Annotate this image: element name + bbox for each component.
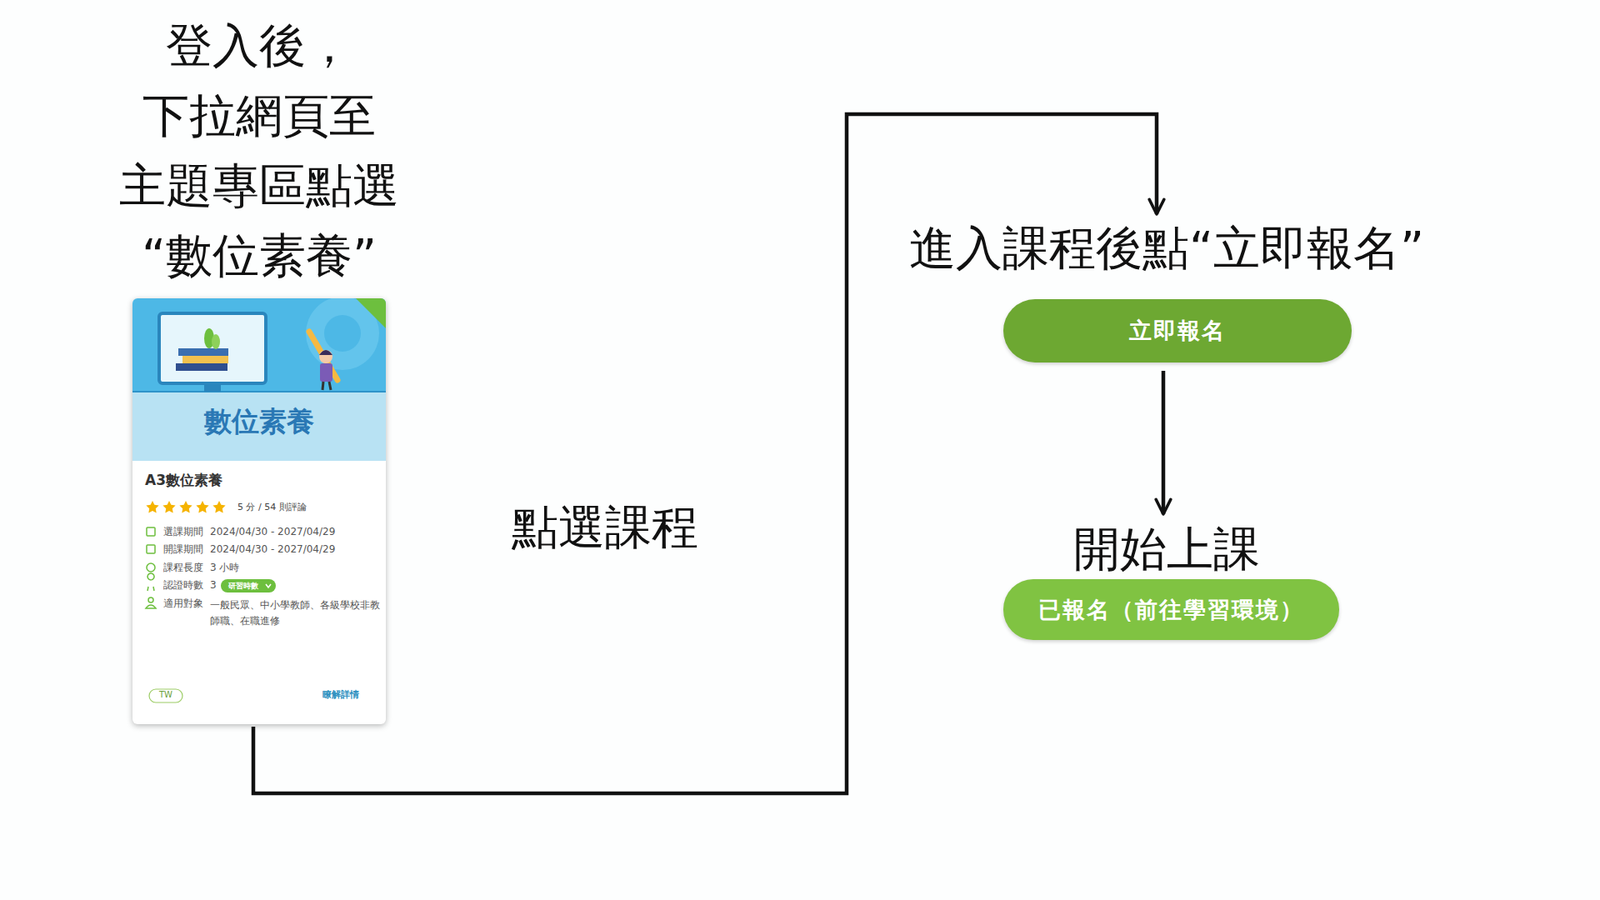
field-value: 3 小時 (210, 561, 240, 574)
language-tag: TW (149, 690, 183, 700)
flow-arrow (1161, 370, 1166, 515)
badge-text: 研習時數 (222, 580, 265, 591)
step-instruction: 登入後， 下拉網頁至 主題專區點選 “數位素養” (108, 10, 410, 291)
edge-label: 點選課程 (506, 496, 704, 560)
course-title: A3數位素養 (145, 471, 223, 489)
field-label: 選課期間 (163, 525, 204, 538)
signup-step: 進入課程後點“立即報名” 立即報名 (866, 219, 1467, 363)
course-step: 登入後， 下拉網頁至 主題專區點選 “數位素養” (108, 10, 410, 725)
signup-button: 立即報名 (1003, 299, 1352, 363)
step-instruction: 開始上課 (866, 522, 1467, 576)
button-text: 立即報名 (1129, 317, 1226, 345)
field-label: 課程長度 (163, 561, 204, 574)
flow-arrow (253, 114, 1157, 794)
enrolled-button: 已報名（前往學習環境） (1003, 579, 1340, 640)
card-banner-title: 數位素養 (132, 405, 386, 439)
course-card: 數位素養 A3數位素養 5 分 / 54 則評論選課期間 2024/04/30 - 2… (132, 298, 386, 725)
field-label: 開課期間 (163, 543, 204, 555)
field-value: 2024/04/30 - 2027/04/29 (210, 525, 335, 538)
details-link: 瞭解詳情 (322, 689, 360, 700)
field-label: 認證時數 (163, 579, 204, 591)
start-step: 開始上課已報名（前往學習環境） (866, 522, 1467, 640)
field-value: 2024/04/30 - 2027/04/29 (210, 543, 335, 555)
button-text: 已報名（前往學習環境） (1038, 596, 1305, 624)
rating-text: 5 分 / 54 則評論 (237, 501, 307, 513)
field-label: 適用對象 (163, 597, 204, 610)
field-value: 一般民眾、中小學教師、各級學校非教師職、在職進修 (210, 597, 381, 630)
field-value: 3 (210, 579, 217, 591)
step-instruction: 進入課程後點“立即報名” (866, 219, 1467, 278)
